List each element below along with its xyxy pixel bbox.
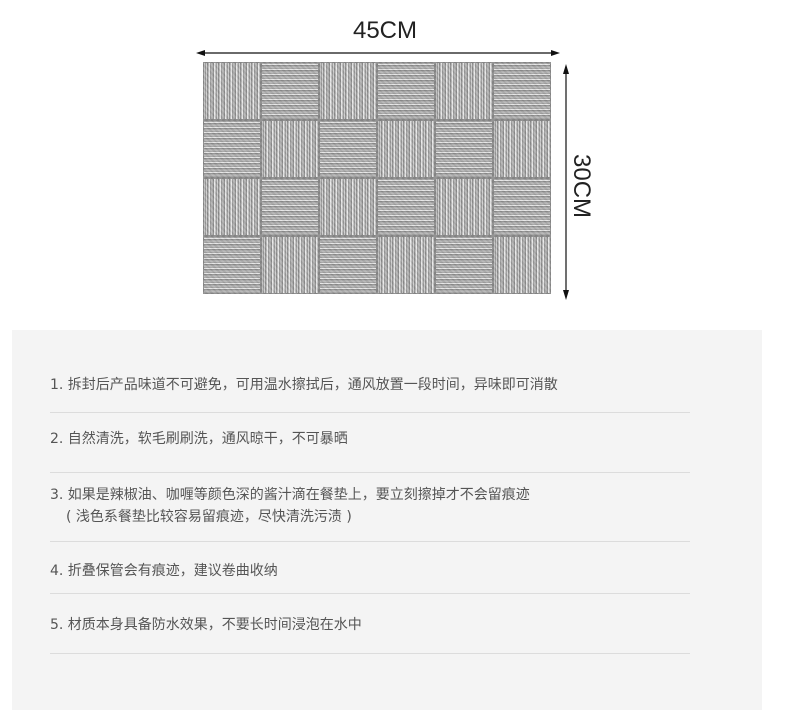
care-item-4: 4. 折叠保管会有痕迹，建议卷曲收纳 xyxy=(50,560,690,594)
woven-tile-vertical xyxy=(203,178,261,236)
woven-tile-horizontal xyxy=(435,236,493,294)
width-dimension-label: 45CM xyxy=(352,17,418,44)
placemat-image xyxy=(203,62,551,294)
care-text: 2. 自然清洗，软毛刷刷洗，通风晾干，不可暴晒 xyxy=(50,431,348,447)
woven-tile-vertical xyxy=(261,120,319,178)
care-instructions-panel: 1. 拆封后产品味道不可避免，可用温水擦拭后，通风放置一段时间，异味即可消散 2… xyxy=(12,330,762,710)
care-item-1: 1. 拆封后产品味道不可避免，可用温水擦拭后，通风放置一段时间，异味即可消散 xyxy=(50,374,690,413)
woven-tile-horizontal xyxy=(203,120,261,178)
woven-tile-horizontal xyxy=(377,178,435,236)
care-subtext: ( 浅色系餐垫比较容易留痕迹，尽快清洗污渍 ) xyxy=(66,509,352,525)
woven-tile-horizontal xyxy=(203,236,261,294)
height-arrow-icon xyxy=(563,64,569,300)
woven-tile-vertical xyxy=(435,178,493,236)
care-text: 5. 材质本身具备防水效果，不要长时间浸泡在水中 xyxy=(50,617,362,633)
care-item-3: 3. 如果是辣椒油、咖喱等颜色深的酱汁滴在餐垫上，要立刻擦掉才不会留痕迹 ( 浅… xyxy=(50,484,690,542)
care-text: 1. 拆封后产品味道不可避免，可用温水擦拭后，通风放置一段时间，异味即可消散 xyxy=(50,377,558,393)
woven-tile-horizontal xyxy=(261,178,319,236)
woven-tile-horizontal xyxy=(319,120,377,178)
woven-tile-vertical xyxy=(203,62,261,120)
woven-tile-vertical xyxy=(261,236,319,294)
woven-tile-vertical xyxy=(493,236,551,294)
woven-tile-horizontal xyxy=(435,120,493,178)
care-item-2: 2. 自然清洗，软毛刷刷洗，通风晾干，不可暴晒 xyxy=(50,428,690,473)
woven-tile-vertical xyxy=(377,120,435,178)
care-text: 4. 折叠保管会有痕迹，建议卷曲收纳 xyxy=(50,563,278,579)
care-item-5: 5. 材质本身具备防水效果，不要长时间浸泡在水中 xyxy=(50,614,690,654)
woven-tile-horizontal xyxy=(377,62,435,120)
woven-tile-horizontal xyxy=(319,236,377,294)
woven-tile-vertical xyxy=(377,236,435,294)
woven-tile-vertical xyxy=(435,62,493,120)
woven-tile-horizontal xyxy=(493,178,551,236)
woven-tile-vertical xyxy=(319,62,377,120)
woven-tile-vertical xyxy=(319,178,377,236)
care-text: 3. 如果是辣椒油、咖喱等颜色深的酱汁滴在餐垫上，要立刻擦掉才不会留痕迹 xyxy=(50,487,530,503)
height-dimension-label: 30CM xyxy=(568,154,595,219)
woven-tile-horizontal xyxy=(493,62,551,120)
width-arrow-icon xyxy=(196,50,560,56)
woven-tile-horizontal xyxy=(261,62,319,120)
woven-tile-vertical xyxy=(493,120,551,178)
